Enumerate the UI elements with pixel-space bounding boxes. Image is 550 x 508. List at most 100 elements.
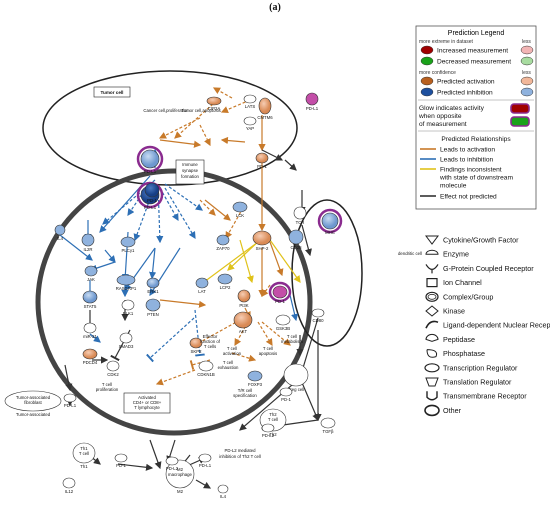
- shp2-node: SHP-2: [252, 230, 272, 251]
- lats-node-shape: [243, 94, 257, 104]
- edge-72: [59, 234, 93, 261]
- pd1-tcell-node: PD-1: [255, 152, 269, 169]
- edge-14: [164, 187, 196, 240]
- legend-title: Prediction Legend: [448, 30, 505, 37]
- erk1-node-shape: [146, 277, 160, 289]
- cdk2-node: CDK2: [106, 360, 119, 377]
- tcell-exhaustion-label-line-1: exhaustion: [218, 365, 239, 370]
- mhc-node-shape: [321, 212, 339, 230]
- foxp3-node-label: FOXP3: [248, 382, 263, 387]
- complex-icon: [425, 291, 439, 302]
- cmtm6-node-label: CMTM6: [257, 115, 273, 120]
- purple-node-label: PD-L1: [306, 106, 319, 111]
- pdcd4-node-shape: [82, 348, 98, 360]
- figure-label: (a): [269, 2, 281, 13]
- pd1-th1-node-label: PD-1: [116, 463, 126, 468]
- cell-labels: Tumor cell dendritic cell Immune synapse…: [93, 86, 422, 459]
- type-label-2: G-Protein Coupled Receptor: [443, 264, 534, 273]
- m2-node: M2: [165, 459, 195, 494]
- type-label-4: Complex/Group: [443, 292, 493, 301]
- lats-node-label: LATS: [245, 104, 256, 109]
- pdcd4-node: PDCD4: [82, 348, 98, 365]
- edge-53: [269, 241, 284, 277]
- edge-6: [220, 136, 246, 145]
- treg-node-label: Treg cell: [288, 387, 304, 392]
- tcell-prolif-label-line-0: T cell: [102, 382, 112, 387]
- smad3-node-shape: [119, 332, 133, 344]
- jak-node: JAK: [84, 265, 98, 282]
- type-row-3: Ion Channel: [426, 278, 482, 288]
- edge-34: [149, 247, 157, 280]
- tcell-metabolism-label-line-0: T cell: [287, 334, 297, 339]
- glow-swatch-green: [510, 116, 530, 127]
- treg-node: Treg cell: [283, 363, 309, 392]
- treg-spec-label-line-0: T/R cell: [238, 388, 253, 393]
- type-label-10: Translation Regulator: [443, 378, 512, 387]
- tcr-node: TCR: [293, 206, 307, 225]
- skp2-node-label: SKP2: [191, 349, 203, 354]
- pd1-synapse-node: PD-1: [144, 182, 160, 203]
- legend-glow-line1: Glow indicates activity: [419, 105, 485, 112]
- edge-62: [117, 463, 154, 471]
- decreased-swatch-light: [520, 56, 534, 66]
- nuclear-receptor-icon: [425, 320, 439, 329]
- th1-node-label: Th1: [80, 464, 88, 469]
- cdkn1b-node: CDKN1B: [197, 360, 215, 377]
- activation-swatch-dark: [420, 76, 434, 86]
- il4-node-shape: [217, 484, 229, 494]
- transcription-regulator-icon: [424, 363, 440, 373]
- smad3-node-label: SMAD3: [119, 344, 134, 349]
- plcg1-node: PLCγ1: [120, 236, 136, 253]
- pd1-synapse-node-shape: [144, 182, 160, 198]
- il4-node-label: IL4: [220, 494, 227, 499]
- legend-rel-inconsistent-line1: Findings inconsistent: [440, 167, 502, 174]
- type-row-2: G-Protein Coupled Receptor: [425, 264, 534, 274]
- cmtm6-node-shape: [258, 97, 272, 115]
- yap-node-label: YAP: [246, 126, 254, 131]
- tumor-apoptosis-node-label: Tumor cell,apoptosis: [181, 108, 220, 113]
- cdkn1b-node-label: CDKN1B: [197, 372, 215, 377]
- increased-swatch-light: [520, 45, 534, 55]
- cd80-node-shape: [311, 308, 325, 318]
- pd1-mid-node: PD-1: [268, 281, 292, 304]
- prediction-legend: Prediction Legend more extreme in datase…: [415, 25, 537, 210]
- stat5-node-label: STAT5: [84, 304, 97, 309]
- mir21-node-label: miR-21: [83, 334, 97, 339]
- type-row-0: Cytokine/Growth Factor: [425, 235, 519, 245]
- increased-swatch-dark: [420, 45, 434, 55]
- tcr-node-shape: [293, 206, 307, 220]
- il2r-node-shape: [81, 233, 95, 247]
- pdl2-th2-node-shape: [261, 423, 275, 433]
- il2r-node-label: IL2R: [83, 247, 92, 252]
- tumor-apoptosis-node: Tumor cell,apoptosis: [181, 108, 220, 113]
- edge-59: [149, 439, 162, 470]
- edge-18: [204, 199, 231, 221]
- pdl2-m2-node: PD-L2: [165, 456, 179, 471]
- immune-synapse-line1: Immune: [182, 162, 198, 167]
- il12-node-label: IL12: [65, 489, 74, 494]
- yap-node: YAP: [243, 116, 257, 131]
- type-label-3: Ion Channel: [443, 278, 482, 287]
- cd80-node: CD80: [311, 308, 325, 323]
- pdl1-fibro-node-label: PD-L1: [64, 403, 77, 408]
- cytokine-node-shape: [54, 224, 66, 236]
- activated-t-line1: Activated: [138, 395, 156, 400]
- legend-inhibition: Predicted inhibition: [437, 90, 493, 97]
- edge-57: [239, 377, 301, 431]
- dendritic-cell-membrane: [291, 199, 363, 347]
- cdk2-node-label: CDK2: [107, 372, 119, 377]
- skp2-node-shape: [189, 337, 203, 349]
- zap70-node-shape: [216, 234, 230, 246]
- lat-node-label: LAT: [198, 289, 206, 294]
- edge-65: [195, 479, 212, 489]
- tcr-node-label: TCR: [296, 220, 305, 225]
- edge-24: [239, 239, 254, 284]
- m2-sub-label-line-0: M2: [177, 467, 184, 472]
- lats-node: LATS: [243, 94, 257, 109]
- legend-rel-inconsistent-line2: with state of downstream: [439, 175, 513, 182]
- cd28-node-shape: [288, 229, 304, 245]
